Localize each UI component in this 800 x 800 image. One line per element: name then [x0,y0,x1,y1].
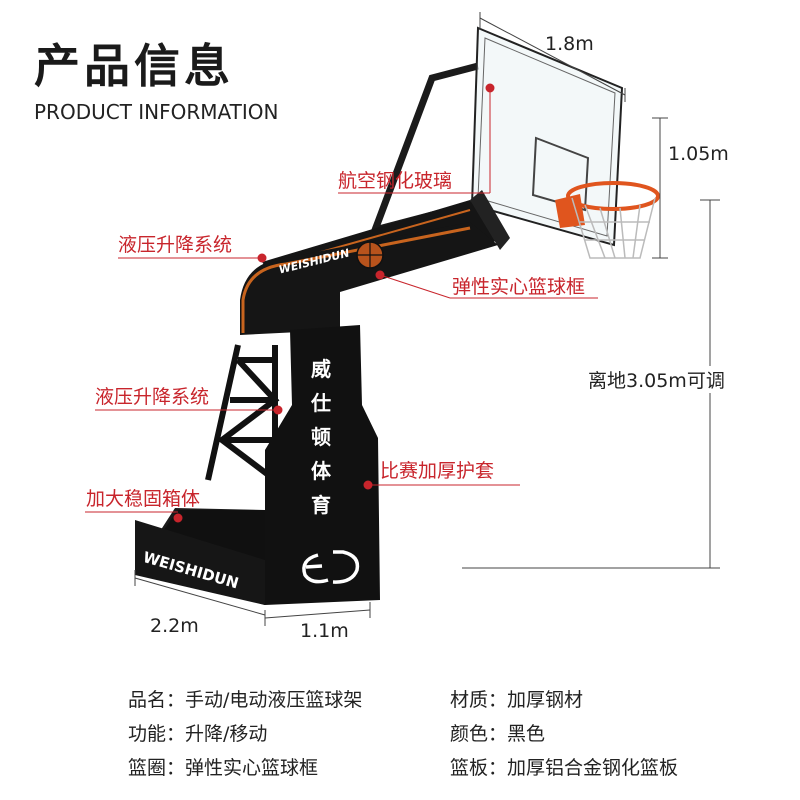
dim-base-width: 1.1m [300,620,349,642]
spec-key: 功能： [128,723,186,745]
spec-key: 篮板： [450,757,508,779]
spec-key: 品名： [128,689,186,711]
basketball-rim [566,181,660,211]
spec-left-0: 品名：手动/电动液压篮球架 [128,685,362,712]
column-char: 威 [311,357,331,381]
callout-hydraulic-mid: 液压升降系统 [95,386,210,408]
stand-elbow [240,222,498,335]
spec-left-1: 功能：升降/移动 [128,719,267,746]
spec-right-1: 颜色：黑色 [450,719,545,746]
callout-base: 加大稳固箱体 [86,488,201,510]
column-char: 育 [311,493,331,517]
column-char: 仕 [311,391,331,415]
page-subtitle: PRODUCT INFORMATION [34,100,279,124]
page-title: 产品信息 [34,39,234,93]
dim-board-height: 1.05m [668,143,729,165]
callout-hydraulic-top: 液压升降系统 [118,234,233,256]
spec-value: 黑色 [507,723,546,745]
spec-value: 加厚钢材 [507,689,584,711]
spec-right-2: 篮板：加厚铝合金钢化篮板 [450,753,678,780]
spec-right-0: 材质：加厚钢材 [450,685,583,712]
base-box-front [135,520,265,605]
spec-key: 颜色： [450,723,508,745]
column-chinese-brand: 威 仕 顿 体 育 [310,352,332,522]
callout-glass: 航空钢化玻璃 [338,170,453,192]
dim-rim-height: 离地3.05m可调 [586,366,727,393]
spec-value: 手动/电动液压篮球架 [185,689,363,711]
dim-base-depth: 2.2m [150,615,199,637]
callout-lines [85,83,598,523]
ed-logo-icon [302,550,360,584]
orange-stripe [241,226,471,333]
padded-column [265,325,380,605]
dim-board-width: 1.8m [545,33,594,55]
spec-left-2: 篮圈：弹性实心篮球框 [128,753,318,780]
callout-rim: 弹性实心篮球框 [452,276,586,298]
column-char: 体 [311,459,331,483]
stand-truss [205,344,280,500]
spec-value: 弹性实心篮球框 [185,757,319,779]
backboard-target-square [531,136,590,212]
spec-key: 篮圈： [128,757,186,779]
callout-pad: 比赛加厚护套 [380,460,495,482]
spec-key: 材质： [450,689,508,711]
spec-value: 加厚铝合金钢化篮板 [507,757,679,779]
spec-value: 升降/移动 [185,723,268,745]
column-char: 顿 [311,425,331,449]
basketball-net [571,197,656,259]
